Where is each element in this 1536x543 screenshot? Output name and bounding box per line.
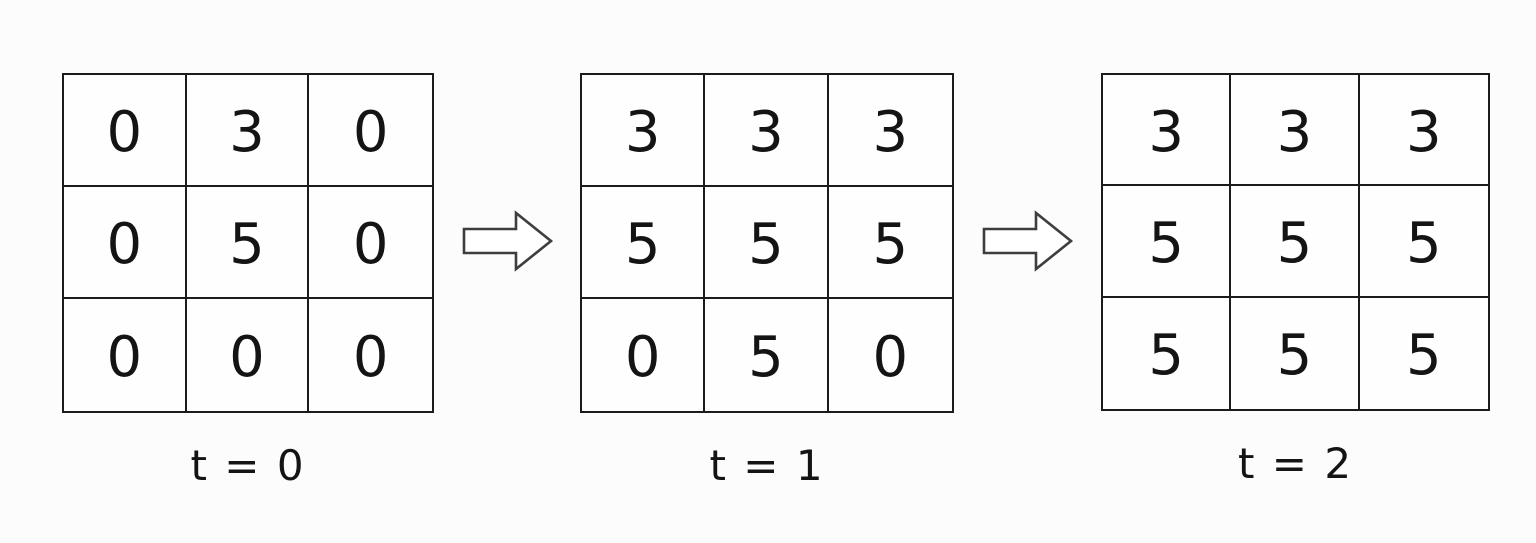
grid-state-t0: 0 3 0 0 5 0 0 0 0 t = 0 — [62, 73, 434, 490]
grid-cell: 5 — [1359, 186, 1488, 298]
grid-state-t1: 3 3 3 5 5 5 0 5 0 t = 1 — [580, 73, 954, 490]
right-arrow-icon — [981, 209, 1075, 273]
grid-t1: 3 3 3 5 5 5 0 5 0 — [580, 73, 954, 413]
right-arrow-icon — [461, 209, 555, 273]
grid-cell: 3 — [705, 75, 829, 187]
grid-cell: 0 — [64, 187, 187, 299]
state-label-t2: t = 2 — [1237, 439, 1354, 488]
grid-cell: 5 — [705, 299, 829, 411]
grid-cell: 5 — [1231, 297, 1360, 409]
state-label-t1: t = 1 — [709, 441, 825, 490]
grid-cell: 0 — [309, 75, 432, 187]
grid-cell: 3 — [1359, 75, 1488, 187]
grid-cell: 5 — [1103, 297, 1232, 409]
grid-cell: 3 — [186, 75, 310, 187]
grid-cell: 3 — [1103, 75, 1232, 187]
grid-t0: 0 3 0 0 5 0 0 0 0 — [62, 73, 434, 413]
grid-cell: 5 — [582, 187, 706, 299]
grid-cell: 3 — [582, 75, 706, 187]
grid-cell: 0 — [187, 299, 310, 411]
grid-t2: 3 3 3 5 5 5 5 5 5 — [1101, 73, 1490, 411]
state-label-t0: t = 0 — [190, 441, 306, 490]
grid-cell: 5 — [705, 187, 829, 299]
grid-cell: 0 — [582, 299, 706, 411]
grid-cell: 5 — [1406, 323, 1442, 389]
grid-cell: 3 — [1231, 75, 1360, 187]
grid-cell: 5 — [1103, 186, 1232, 298]
grid-cell: 5 — [186, 187, 310, 299]
grid-cell: 0 — [872, 325, 909, 390]
grid-state-t2: 3 3 3 5 5 5 5 5 5 t = 2 — [1101, 73, 1490, 488]
grid-cell: 0 — [64, 75, 187, 187]
grid-cell: 5 — [1231, 186, 1360, 298]
grid-cell: 0 — [309, 187, 432, 299]
grid-cell: 0 — [352, 325, 389, 390]
grid-cell: 0 — [64, 299, 187, 411]
grid-cell: 3 — [828, 75, 952, 187]
grid-cell: 5 — [828, 187, 952, 299]
